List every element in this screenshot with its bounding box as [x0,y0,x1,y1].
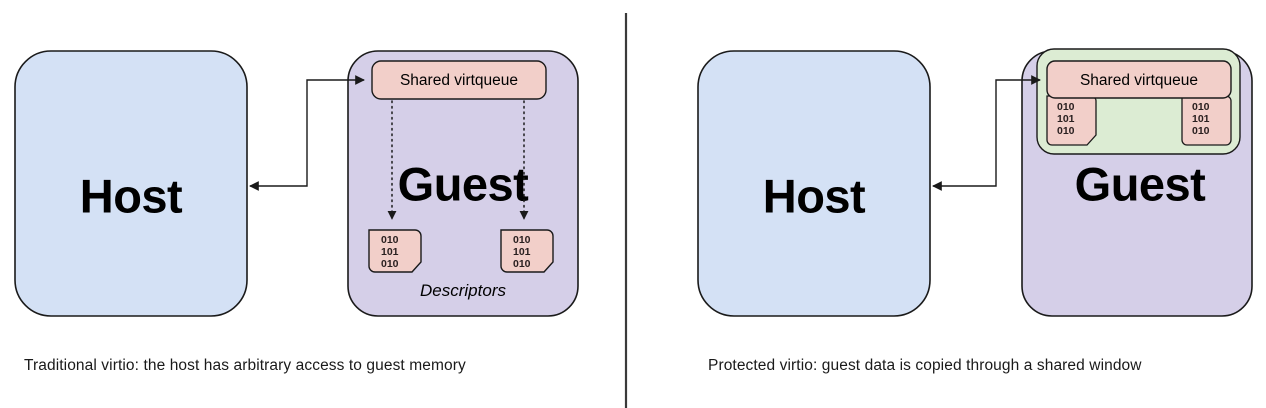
shared-virtqueue-box-left[interactable] [371,60,547,100]
descriptor-2-line-2-left: 101 [513,246,531,258]
descriptor-2-line-3-right: 010 [1192,125,1210,137]
host-box-right[interactable] [697,50,931,317]
caption-left: Traditional virtio: the host has arbitra… [24,357,466,374]
host-label-left: Host [80,169,183,222]
guest-label-left: Guest [398,157,530,210]
host-guest-connector-left [249,75,365,191]
shared-virtqueue-label-left: Shared virtqueue [400,72,518,89]
panel-right: Host Guest 010 101 010 010 101 010 Share… [697,48,1253,317]
descriptor-1-line-1-left: 010 [381,234,399,246]
descriptor-box-2-left[interactable] [500,229,554,273]
descriptor-2-line-1-left: 010 [513,234,531,246]
descriptor-1-line-2-right: 101 [1057,113,1075,125]
host-box-left[interactable] [14,50,248,317]
descriptor-1-line-2-left: 101 [381,246,399,258]
descriptor-box-1-left[interactable] [368,229,422,273]
descriptor-2-line-1-right: 010 [1192,101,1210,113]
caption-right: Protected virtio: guest data is copied t… [708,357,1142,374]
host-guest-connector-right [932,75,1041,191]
descriptor-2-line-3-left: 010 [513,258,531,270]
shared-virtqueue-box-right[interactable] [1046,60,1232,99]
host-label-right: Host [763,169,866,222]
guest-label-right: Guest [1075,157,1207,210]
shared-virtqueue-label-right: Shared virtqueue [1080,72,1198,89]
descriptor-box-2-right[interactable] [1181,95,1232,146]
panel-left: Host Guest Shared virtqueue 010 101 010 … [14,50,579,317]
descriptor-2-line-2-right: 101 [1192,113,1210,125]
descriptors-label-left: Descriptors [420,281,506,300]
descriptor-1-line-3-right: 010 [1057,125,1075,137]
descriptor-1-line-3-left: 010 [381,258,399,270]
descriptor-1-line-1-right: 010 [1057,101,1075,113]
